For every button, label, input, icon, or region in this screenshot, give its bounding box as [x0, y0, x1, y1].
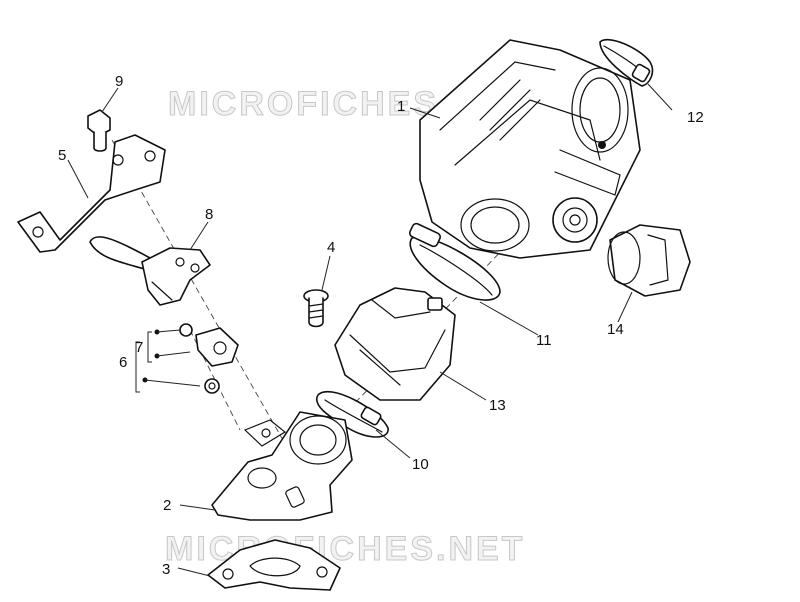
callout-12: 12: [687, 109, 704, 126]
part-screw[interactable]: [303, 289, 329, 328]
part-sensor-8[interactable]: [89, 236, 211, 306]
callout-labels: 1 2 3 4 5 6 7 8 9 10 11 12 13 14: [58, 73, 704, 578]
part-intake-flange[interactable]: [211, 411, 353, 521]
part-bolt[interactable]: [87, 109, 111, 152]
callout-10: 10: [412, 456, 429, 473]
part-clamp-ring-12[interactable]: [599, 38, 654, 87]
part-intake-adapter[interactable]: [334, 287, 456, 401]
callout-6: 6: [119, 354, 127, 371]
part-gasket[interactable]: [207, 539, 341, 591]
leader-lines: [67, 83, 673, 577]
watermark-bottom: MICROFICHES.NET: [165, 530, 525, 568]
part-hose-clamp-11[interactable]: [408, 222, 501, 301]
callout-3: 3: [162, 561, 170, 578]
callout-14: 14: [607, 321, 624, 338]
callout-1: 1: [397, 98, 405, 115]
callout-2: 2: [163, 497, 171, 514]
part-bracket[interactable]: [17, 134, 166, 253]
callout-7: 7: [135, 339, 143, 356]
callout-5: 5: [58, 147, 66, 164]
callout-9: 9: [115, 73, 123, 90]
callout-8: 8: [205, 206, 213, 223]
part-throttle-body[interactable]: [419, 39, 641, 259]
part-sensor-kit[interactable]: [179, 323, 239, 394]
callout-13: 13: [489, 397, 506, 414]
part-hose-clamp-10[interactable]: [315, 390, 389, 438]
callout-11: 11: [536, 332, 552, 349]
callout-4: 4: [327, 239, 335, 256]
part-actuator-cap[interactable]: [607, 224, 691, 297]
